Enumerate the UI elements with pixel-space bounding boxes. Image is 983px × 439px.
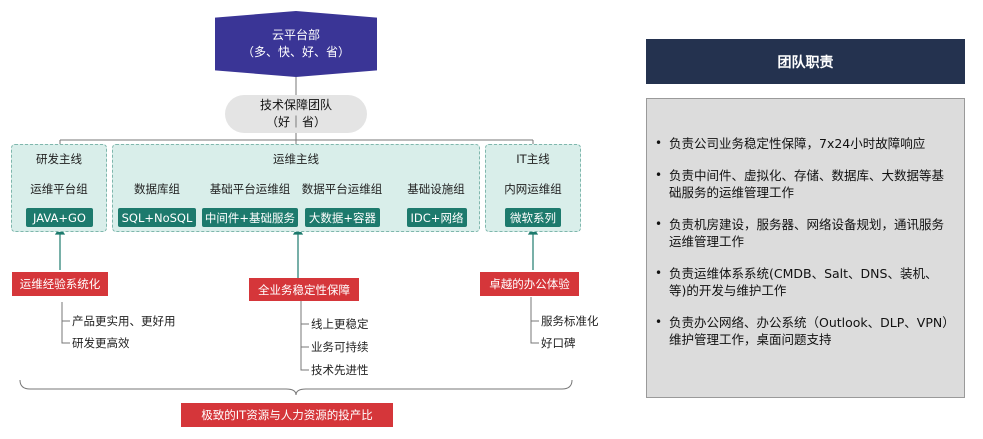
goal-office-item: 好口碑 (541, 336, 576, 350)
goal-experience-item: 产品更实用、更好用 (72, 314, 176, 328)
goal-stability-item: 业务可持续 (311, 340, 369, 354)
team-node: 技术保障团队 （好｜省） (225, 95, 367, 133)
rd-group: 运维平台组 (30, 182, 88, 196)
goal-stability-item: 技术先进性 (311, 363, 369, 377)
duties-box: 负责公司业务稳定性保障，7x24小时故障响应 负责中间件、虚拟化、存储、数据库、… (646, 98, 965, 398)
goal-stability: 全业务稳定性保障 (249, 278, 359, 301)
bottom-banner: 极致的IT资源与人力资源的投产比 (181, 403, 393, 427)
duties-list: 负责公司业务稳定性保障，7x24小时故障响应 负责中间件、虚拟化、存储、数据库、… (655, 135, 954, 348)
ops-tag-data: 大数据+容器 (305, 208, 380, 227)
duty-item: 负责机房建设，服务器、网络设备规划，通讯服务运维管理工作 (655, 216, 954, 250)
duty-item: 负责运维体系系统(CMDB、Salt、DNS、装机、等)的开发与维护工作 (655, 265, 954, 299)
duties-title: 团队职责 (646, 39, 965, 84)
ops-group-infra: 基础设施组 (407, 182, 465, 196)
goal-experience-item: 研发更高效 (72, 336, 130, 350)
duty-item: 负责办公网络、办公系统（Outlook、DLP、VPN）维护管理工作，桌面问题支… (655, 314, 954, 348)
duty-item: 负责公司业务稳定性保障，7x24小时故障响应 (655, 135, 954, 152)
goal-stability-item: 线上更稳定 (311, 317, 369, 331)
ops-group-base: 基础平台运维组 (209, 182, 291, 196)
it-group: 内网运维组 (504, 182, 562, 196)
goal-office: 卓越的办公体验 (480, 272, 579, 296)
goal-experience: 运维经验系统化 (12, 272, 108, 296)
it-title: IT主线 (516, 152, 550, 166)
duty-item: 负责中间件、虚拟化、存储、数据库、大数据等基础服务的运维管理工作 (655, 167, 954, 201)
ops-tag-base: 中间件+基础服务 (202, 208, 298, 227)
org-subtitle: （多、快、好、省） (241, 45, 350, 59)
org-title: 云平台部 (271, 27, 320, 42)
ops-group-data: 数据平台运维组 (301, 182, 383, 196)
ops-tag-db: SQL+NoSQL (118, 208, 196, 227)
team-title: 技术保障团队 (259, 98, 332, 113)
goal-office-item: 服务标准化 (541, 314, 599, 328)
ops-title: 运维主线 (273, 152, 319, 166)
rd-tag: JAVA+GO (26, 208, 93, 227)
it-tag: 微软系列 (505, 208, 561, 227)
ops-tag-infra: IDC+网络 (407, 208, 467, 227)
team-subtitle: （好｜省） (265, 115, 326, 129)
org-root-node: 云平台部 （多、快、好、省） (215, 11, 377, 77)
ops-group-db: 数据库组 (134, 182, 180, 196)
rd-title: 研发主线 (36, 152, 82, 166)
